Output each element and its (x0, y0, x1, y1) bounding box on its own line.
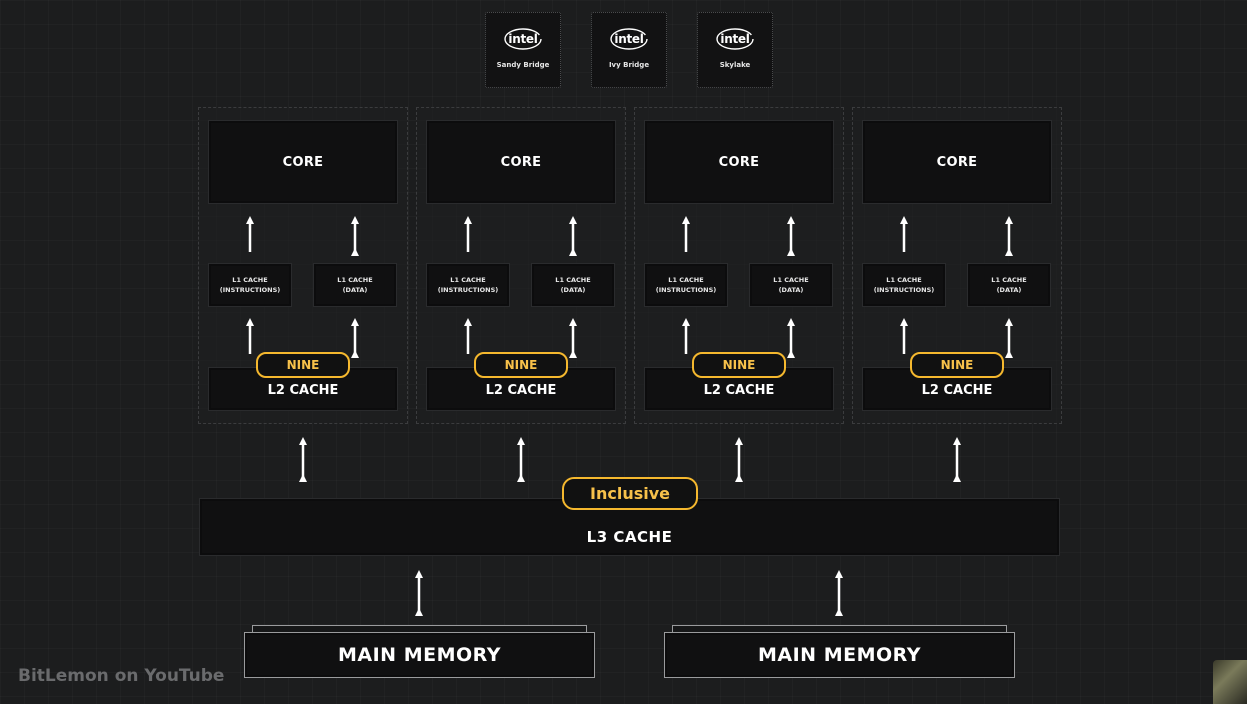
chip-ivy-bridge: intel Ivy Bridge (591, 12, 667, 88)
intel-logo-icon: intel (609, 27, 649, 51)
channel-avatar (1213, 660, 1247, 704)
memory-module-edge (672, 625, 1007, 633)
chip-name: Sandy Bridge (496, 61, 550, 69)
l1-instruction-cache: L1 CACHE(INSTRUCTIONS) (426, 263, 510, 307)
inclusive-badge: Inclusive (562, 477, 698, 510)
core-box: CORE (426, 120, 616, 204)
l1-data-cache: L1 CACHE(DATA) (967, 263, 1051, 307)
l1-instruction-cache: L1 CACHE(INSTRUCTIONS) (208, 263, 292, 307)
l1-instruction-cache: L1 CACHE(INSTRUCTIONS) (644, 263, 728, 307)
chip-name: Skylake (719, 61, 751, 69)
core-box: CORE (208, 120, 398, 204)
nine-badge: NINE (692, 352, 786, 378)
chip-skylake: intel Skylake (697, 12, 773, 88)
intel-logo-icon: intel (715, 27, 755, 51)
chip-name: Ivy Bridge (608, 61, 650, 69)
l1-data-cache: L1 CACHE(DATA) (313, 263, 397, 307)
watermark: BitLemon on YouTube (18, 666, 225, 686)
nine-badge: NINE (256, 352, 350, 378)
core-box: CORE (862, 120, 1052, 204)
core-box: CORE (644, 120, 834, 204)
main-memory-2: MAIN MEMORY (664, 632, 1015, 678)
l1-data-cache: L1 CACHE(DATA) (531, 263, 615, 307)
l1-instruction-cache: L1 CACHE(INSTRUCTIONS) (862, 263, 946, 307)
nine-badge: NINE (474, 352, 568, 378)
memory-module-edge (252, 625, 587, 633)
nine-badge: NINE (910, 352, 1004, 378)
intel-logo-icon: intel (503, 27, 543, 51)
main-memory-1: MAIN MEMORY (244, 632, 595, 678)
l1-data-cache: L1 CACHE(DATA) (749, 263, 833, 307)
chip-sandy-bridge: intel Sandy Bridge (485, 12, 561, 88)
